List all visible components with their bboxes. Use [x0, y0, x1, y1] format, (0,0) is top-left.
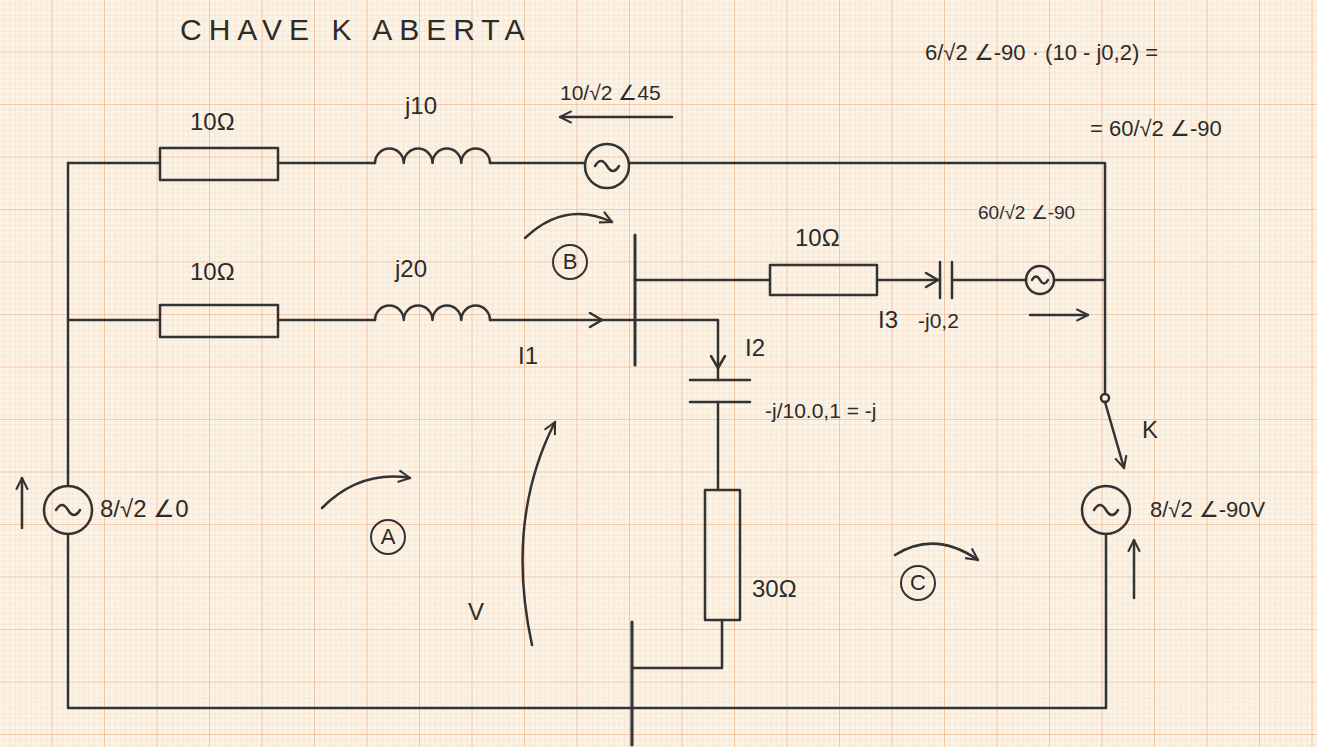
loop-label-circle: A	[370, 519, 406, 555]
circuit-annotation: V	[468, 598, 484, 627]
wire	[717, 402, 720, 490]
voltage-source-symbol	[585, 144, 629, 188]
circuit-annotation: 10/√2 ∠45	[560, 80, 661, 105]
loop-letter: B	[563, 251, 578, 273]
sine-symbol	[56, 505, 80, 515]
source-arrow	[21, 478, 24, 528]
loop-arrow	[525, 214, 612, 238]
wire	[278, 319, 375, 322]
current-arrow	[590, 313, 602, 327]
resistor-symbol	[160, 148, 278, 180]
loop-letter: C	[910, 572, 926, 594]
source-arrow	[1030, 314, 1088, 317]
circuit-annotation: 10Ω	[795, 224, 840, 253]
circuit-annotation: 8/√2 ∠-90V	[1150, 497, 1265, 523]
circuit-annotation: K	[1142, 416, 1158, 445]
wire	[952, 279, 1026, 282]
circuit-annotation: = 60/√2 ∠-90	[1090, 116, 1222, 142]
source-arrow	[560, 116, 672, 119]
circuit-annotation: I3	[878, 306, 898, 335]
circuit-annotation: 30Ω	[752, 575, 797, 604]
wire	[278, 162, 375, 165]
loop-arrow	[895, 544, 978, 560]
page-title: CHAVE K ABERTA	[180, 12, 531, 48]
loop-arrow	[322, 477, 410, 508]
inductor-symbol	[375, 306, 490, 320]
wire	[1054, 279, 1105, 282]
wire	[68, 534, 1106, 708]
loop-letter: A	[381, 526, 396, 548]
source-arrow	[1133, 540, 1136, 598]
wire	[877, 279, 940, 282]
resistor-symbol	[705, 490, 740, 620]
wire	[68, 319, 160, 322]
sine-symbol	[595, 161, 619, 171]
circuit-annotation: j10	[405, 92, 437, 121]
resistor-symbol	[770, 265, 877, 295]
inductor-symbol	[375, 149, 490, 163]
circuit-annotation: -j/10.0,1 = -j	[765, 398, 876, 423]
capacitor-symbol	[940, 262, 952, 298]
circuit-annotation: 8/√2 ∠0	[100, 495, 189, 524]
node-bar	[634, 235, 637, 365]
loop-label-circle: B	[552, 244, 588, 280]
circuit-annotation: 6/√2 ∠-90 · (10 - j0,2) =	[925, 40, 1158, 66]
sine-symbol	[1094, 505, 1118, 515]
circuit-annotation: 10Ω	[190, 258, 235, 287]
circuit-annotation: 10Ω	[190, 108, 235, 137]
wire	[490, 320, 718, 380]
current-arrow	[926, 273, 938, 287]
voltage-arrow	[523, 422, 555, 645]
wire	[490, 162, 585, 165]
voltage-source-symbol	[44, 486, 92, 534]
switch-symbol	[1105, 402, 1124, 468]
voltage-source-symbol	[1082, 486, 1130, 534]
node-bar	[631, 622, 634, 745]
loop-label-circle: C	[900, 565, 936, 601]
current-arrow	[711, 356, 725, 368]
wire	[632, 620, 722, 668]
wire	[67, 163, 70, 486]
circuit-annotation: -j0,2	[918, 308, 959, 333]
wire	[635, 279, 770, 282]
resistor-symbol	[160, 305, 278, 337]
capacitor-symbol	[690, 380, 750, 402]
wire	[68, 162, 160, 165]
circuit-annotation: 60/√2 ∠-90	[978, 202, 1075, 225]
circuit-annotation: I2	[745, 334, 765, 363]
wire	[629, 163, 1105, 394]
voltage-source-symbol	[1026, 266, 1054, 294]
circuit-annotation: I1	[518, 342, 538, 371]
circuit-annotation: j20	[395, 255, 427, 284]
sine-symbol	[1032, 277, 1048, 284]
